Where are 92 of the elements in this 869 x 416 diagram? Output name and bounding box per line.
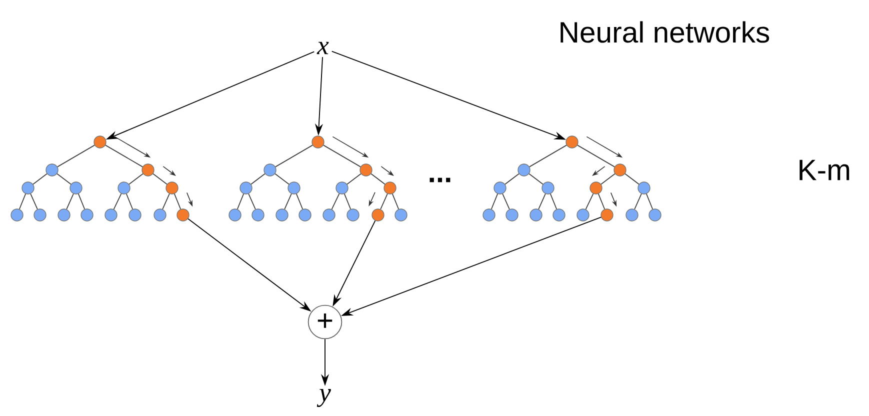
tree-branch bbox=[529, 144, 567, 168]
tree-branch bbox=[105, 144, 143, 168]
ellipsis: ... bbox=[430, 178, 450, 182]
tree-branch bbox=[152, 173, 168, 185]
variable-label: y bbox=[316, 389, 331, 407]
tree-branch bbox=[250, 173, 266, 185]
tree-node bbox=[288, 182, 300, 194]
tree-node bbox=[10, 208, 24, 222]
tree-branch bbox=[380, 193, 388, 210]
tree-node bbox=[394, 208, 408, 222]
tree-node bbox=[118, 182, 130, 194]
tree-node bbox=[590, 182, 602, 194]
tree-node bbox=[542, 182, 554, 194]
tree-branch bbox=[30, 193, 38, 210]
heading-text: K-m bbox=[800, 160, 850, 180]
tree-node bbox=[312, 136, 324, 148]
tree-branch bbox=[528, 173, 544, 185]
tree-node bbox=[638, 182, 650, 194]
tree-node bbox=[128, 208, 142, 222]
tree-node bbox=[322, 208, 336, 222]
tree-node bbox=[506, 208, 518, 222]
tree-node bbox=[494, 182, 506, 194]
tree-branch bbox=[585, 193, 594, 210]
tree-branch bbox=[490, 193, 498, 210]
tree-node bbox=[94, 136, 106, 148]
tree-branch bbox=[646, 193, 654, 210]
tree-node bbox=[264, 164, 276, 176]
tree-branch bbox=[275, 144, 313, 168]
tree-branch bbox=[598, 193, 606, 210]
tree-node bbox=[648, 208, 662, 222]
tree-branch bbox=[113, 193, 122, 210]
tree-node bbox=[552, 208, 566, 222]
tree-node bbox=[70, 182, 82, 194]
tree-branch bbox=[538, 193, 546, 210]
tree-branch bbox=[248, 193, 256, 210]
tree-branch bbox=[550, 193, 558, 210]
tree-node bbox=[22, 182, 34, 194]
tree-branch bbox=[274, 173, 290, 185]
tree-node bbox=[104, 208, 118, 222]
variable-label: x bbox=[316, 42, 329, 54]
tree-node bbox=[240, 182, 252, 194]
tree-branch bbox=[18, 193, 26, 210]
tree-branch bbox=[577, 144, 615, 168]
tree-branch bbox=[126, 193, 134, 210]
tree-branch bbox=[32, 173, 48, 185]
tree-branch bbox=[78, 193, 86, 210]
tree-node bbox=[298, 208, 312, 222]
tree-branch bbox=[296, 193, 304, 210]
tree-node bbox=[576, 208, 590, 222]
tree-node bbox=[80, 208, 94, 222]
tree-node bbox=[530, 208, 542, 222]
tree-node bbox=[252, 208, 264, 222]
tree-branch bbox=[392, 193, 400, 210]
tree-node bbox=[176, 208, 190, 222]
tree-node bbox=[600, 208, 614, 222]
tree-node bbox=[626, 208, 638, 222]
tree-node bbox=[142, 164, 154, 176]
tree-branch bbox=[66, 193, 74, 210]
tree-branch bbox=[284, 193, 292, 210]
tree-branch bbox=[57, 144, 95, 168]
tree-branch bbox=[236, 193, 244, 210]
tree-branch bbox=[56, 173, 72, 185]
tree-branch bbox=[634, 193, 642, 210]
tree-branch bbox=[502, 193, 510, 210]
tree-branch bbox=[370, 173, 386, 185]
tree-node bbox=[276, 208, 288, 222]
tree-node bbox=[58, 208, 70, 222]
tree-branch bbox=[346, 173, 362, 185]
tree-node bbox=[614, 164, 626, 176]
tree-node bbox=[166, 182, 178, 194]
tree-node bbox=[360, 164, 372, 176]
tree-branch bbox=[624, 173, 640, 185]
tree-branch bbox=[174, 193, 182, 210]
heading-text: Neural networks bbox=[560, 21, 770, 43]
tree-branch bbox=[162, 193, 170, 210]
tree-branch bbox=[600, 173, 616, 185]
tree-node bbox=[518, 164, 530, 176]
tree-node bbox=[384, 182, 396, 194]
tree-node bbox=[482, 208, 496, 222]
tree-branch bbox=[331, 193, 340, 210]
tree-node bbox=[228, 208, 242, 222]
tree-node bbox=[34, 208, 46, 222]
tree-branch bbox=[323, 144, 361, 168]
tree-branch bbox=[504, 173, 520, 185]
tree-branch bbox=[128, 173, 144, 185]
tree-node bbox=[154, 208, 166, 222]
tree-node bbox=[336, 182, 348, 194]
tree-node bbox=[46, 164, 58, 176]
tree-branch bbox=[344, 193, 352, 210]
tree-node bbox=[566, 136, 578, 148]
tree-node bbox=[346, 208, 360, 222]
tree-node bbox=[372, 208, 384, 222]
